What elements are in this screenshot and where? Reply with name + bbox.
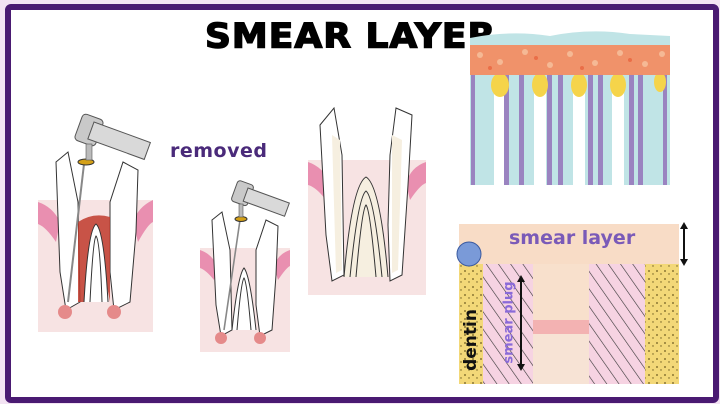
tooth-with-handpiece-illustration: [38, 113, 153, 332]
slide-title: SMEAR LAYER: [204, 16, 497, 56]
tooth-shaped-illustration: [308, 106, 426, 295]
smear-plug-label: smear plug: [501, 281, 517, 364]
removed-label: removed: [170, 140, 268, 162]
dentin-label: dentin: [460, 309, 481, 371]
tooth-cleaned-illustration: [200, 180, 290, 352]
smear-layer-label: smear layer: [509, 227, 636, 249]
dentinal-tubules-diagram: [470, 31, 670, 185]
smear-layer-cross-section-diagram: [456, 222, 688, 384]
